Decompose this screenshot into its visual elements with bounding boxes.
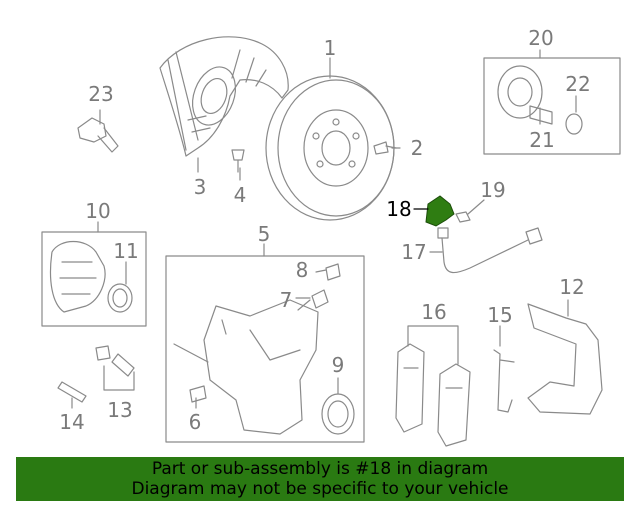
callout-15: 15: [487, 303, 512, 327]
banner-line-2: Diagram may not be specific to your vehi…: [131, 479, 509, 499]
callout-13: 13: [107, 398, 132, 422]
brake-hose-part-17[interactable]: [437, 227, 543, 274]
callout-1: 1: [324, 36, 337, 60]
banner-line-1: Part or sub-assembly is #18 in diagram: [151, 459, 489, 479]
info-banner: Part or sub-assembly is #18 in diagram D…: [16, 457, 624, 501]
callout-3: 3: [194, 175, 207, 199]
brake-pads-part-16[interactable]: [395, 343, 471, 447]
callout-17: 17: [401, 240, 426, 264]
callout-11: 11: [113, 239, 138, 263]
dust-shield-part-3[interactable]: [159, 36, 289, 157]
caliper-carrier-part-12[interactable]: [527, 303, 603, 415]
spring-clip-part-15[interactable]: [493, 349, 515, 413]
callout-4: 4: [234, 183, 247, 207]
callout-8: 8: [296, 258, 309, 282]
brake-caliper-group-part-5[interactable]: [165, 255, 365, 443]
callout-7: 7: [280, 288, 293, 312]
callout-16: 16: [421, 300, 446, 324]
callout-6: 6: [189, 410, 202, 434]
callout-5: 5: [258, 222, 271, 246]
callout-22: 22: [565, 72, 590, 96]
screw-part-4[interactable]: [231, 149, 245, 173]
hose-bracket-part-18-highlighted[interactable]: [425, 195, 455, 227]
wheel-hub-group-part-20[interactable]: [483, 57, 621, 155]
callout-numbers: 1 2 3 4 5 6 7 8 9 10 11 12 13 14 15 16 1…: [59, 26, 590, 434]
parking-brake-motor-group-part-10[interactable]: [41, 231, 147, 327]
callout-12: 12: [559, 275, 584, 299]
callout-9: 9: [332, 353, 345, 377]
leader-lines: [71, 49, 577, 409]
callout-20: 20: [528, 26, 553, 50]
callout-14: 14: [59, 410, 84, 434]
callout-18-highlighted: 18: [386, 197, 411, 221]
exploded-parts-diagram: 1 2 3 4 5 6 7 8 9 10 11 12 13 14 15 16 1…: [41, 26, 621, 447]
callout-23: 23: [88, 82, 113, 106]
retaining-clip-part-19[interactable]: [455, 211, 471, 223]
wear-sensor-part-23[interactable]: [77, 117, 119, 153]
callout-2: 2: [411, 136, 424, 160]
callout-19: 19: [480, 178, 505, 202]
callout-10: 10: [85, 199, 110, 223]
guide-pin-part-13-14[interactable]: [57, 345, 135, 403]
callout-21: 21: [529, 128, 554, 152]
